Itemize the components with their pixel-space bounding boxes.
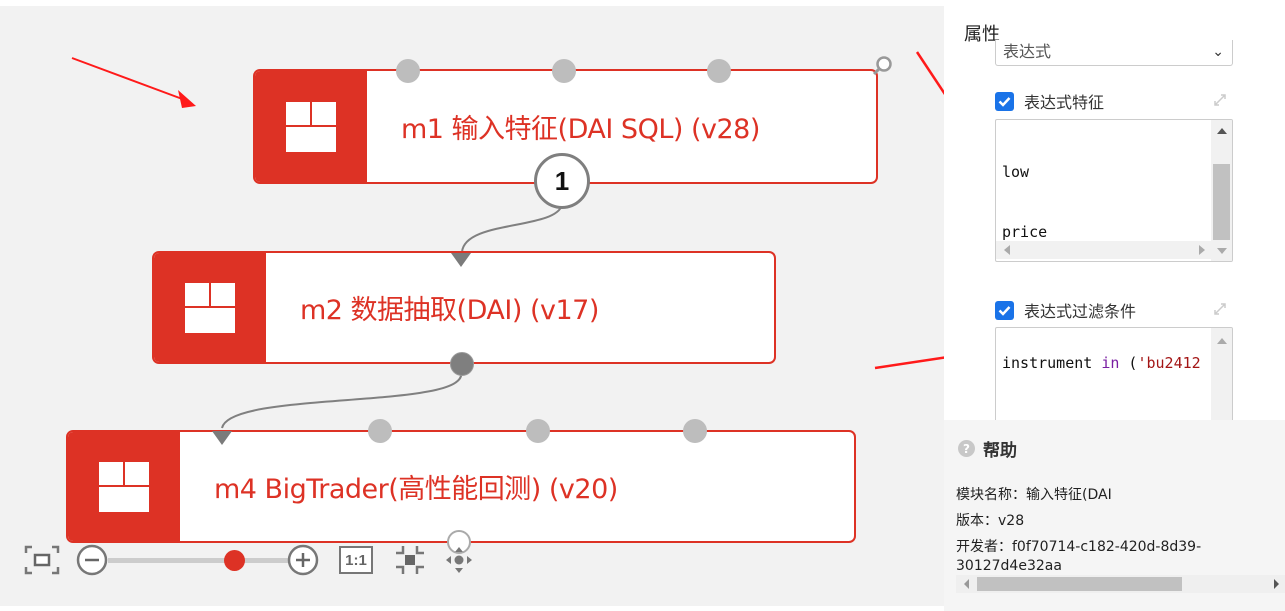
module-icon xyxy=(286,101,336,152)
node-resize-handle[interactable] xyxy=(868,52,896,80)
code-keyword: in xyxy=(1101,354,1120,372)
scroll-right-icon[interactable] xyxy=(1274,579,1279,589)
scroll-up-icon[interactable] xyxy=(1217,338,1227,344)
center-icon[interactable] xyxy=(394,544,426,576)
help-version: 版本：v28 xyxy=(956,513,1025,529)
mode-select[interactable]: 表达式 ⌄ xyxy=(995,40,1233,66)
expr-features-row[interactable]: 表达式特征 xyxy=(995,89,1104,113)
help-question-icon: ? xyxy=(958,440,975,457)
node-m1[interactable]: m1 输入特征(DAI SQL) (v28) xyxy=(253,69,878,184)
code-plain: instrument xyxy=(1002,354,1102,372)
properties-title: 属性 xyxy=(964,24,1000,45)
expr-features-hscrollbar[interactable] xyxy=(996,241,1212,259)
expr-features-checkbox[interactable] xyxy=(995,91,1014,111)
fit-screen-icon[interactable] xyxy=(24,545,60,575)
code-string: 'bu2412 xyxy=(1137,354,1201,372)
chevron-down-icon: ⌄ xyxy=(1212,44,1224,60)
scroll-down-icon[interactable] xyxy=(1217,248,1227,254)
node-m1-title: m1 输入特征(DAI SQL) (v28) xyxy=(401,114,760,145)
node-m4-input-port-4[interactable] xyxy=(683,419,707,443)
annotation-arrow-1 xyxy=(71,57,196,108)
help-developer-line1: 开发者：f0f70714-c182-420d-8d39- xyxy=(956,539,1202,555)
node-m1-input-port-1[interactable] xyxy=(396,59,420,83)
actual-size-button[interactable]: 1:1 xyxy=(339,546,373,574)
bottom-strip xyxy=(0,606,944,611)
node-m1-input-port-3[interactable] xyxy=(707,59,731,83)
properties-panel: 属性 表达式 ⌄ 表达式特征 low price ask_price1 bid_… xyxy=(944,0,1285,427)
node-m4-input-port-2[interactable] xyxy=(368,419,392,443)
node-m1-head xyxy=(255,71,367,182)
help-developer-line2: 30127d4e32aa xyxy=(956,558,1062,574)
help-module-name: 模块名称：输入特征(DAI xyxy=(956,487,1112,503)
code-paren: ( xyxy=(1119,354,1138,372)
expand-icon[interactable] xyxy=(1212,301,1228,317)
expr-features-textarea[interactable]: low price ask_price1 bid_price1 volume xyxy=(995,119,1233,262)
expr-filter-checkbox[interactable] xyxy=(995,300,1014,320)
feature-line: low xyxy=(1002,163,1030,181)
help-title: 帮助 xyxy=(983,441,1017,461)
connector-m1-m2 xyxy=(461,204,563,253)
help-hscrollbar[interactable] xyxy=(956,575,1285,593)
connector-m2-m4 xyxy=(221,371,463,429)
node-m2-title: m2 数据抽取(DAI) (v17) xyxy=(300,295,599,326)
expr-filter-row[interactable]: 表达式过滤条件 xyxy=(995,298,1136,322)
node-m2-head xyxy=(154,253,266,362)
node-m4-head xyxy=(68,432,180,541)
scroll-thumb[interactable] xyxy=(977,577,1182,591)
help-header: ? 帮助 xyxy=(958,436,1017,461)
scroll-left-icon[interactable] xyxy=(1004,245,1010,255)
node-m2-input-arrow[interactable] xyxy=(451,253,471,267)
feature-line: price xyxy=(1002,223,1048,241)
expr-filter-label: 表达式过滤条件 xyxy=(1024,302,1137,321)
zoom-slider-track[interactable] xyxy=(108,558,288,563)
expr-features-lines: low price ask_price1 bid_price1 volume xyxy=(1002,122,1092,261)
expr-features-vscrollbar[interactable] xyxy=(1211,120,1232,261)
pan-icon[interactable] xyxy=(443,544,475,576)
node-m4-output-port[interactable] xyxy=(447,530,471,554)
node-m1-input-port-2[interactable] xyxy=(552,59,576,83)
zoom-out-icon[interactable] xyxy=(76,544,108,576)
expand-icon[interactable] xyxy=(1212,92,1228,108)
zoom-in-icon[interactable] xyxy=(287,544,319,576)
module-icon xyxy=(185,282,235,333)
zoom-slider-knob[interactable] xyxy=(223,550,245,571)
node-m4-title: m4 BigTrader(高性能回测) (v20) xyxy=(214,474,618,505)
node-m4-input-arrow[interactable] xyxy=(212,431,232,445)
node-m2-output-port[interactable] xyxy=(450,352,474,376)
node-m2[interactable]: m2 数据抽取(DAI) (v17) xyxy=(152,251,776,364)
scroll-thumb[interactable] xyxy=(1213,164,1230,240)
expr-filter-textarea[interactable]: instrument in ('bu2412 xyxy=(995,327,1233,427)
expr-features-label: 表达式特征 xyxy=(1024,93,1105,112)
top-strip xyxy=(0,0,944,6)
expr-filter-vscrollbar[interactable] xyxy=(1211,328,1232,427)
scroll-right-icon[interactable] xyxy=(1199,245,1205,255)
node-m4-input-port-3[interactable] xyxy=(526,419,550,443)
scroll-left-icon[interactable] xyxy=(964,579,969,589)
mode-select-value: 表达式 xyxy=(1003,42,1052,61)
actual-size-label: 1:1 xyxy=(345,551,367,569)
expr-filter-code: instrument in ('bu2412 xyxy=(1002,353,1201,373)
scroll-up-icon[interactable] xyxy=(1217,128,1227,134)
output-count-badge[interactable]: 1 xyxy=(534,153,590,209)
node-m4[interactable]: m4 BigTrader(高性能回测) (v20) xyxy=(66,430,856,543)
module-icon xyxy=(99,461,149,512)
